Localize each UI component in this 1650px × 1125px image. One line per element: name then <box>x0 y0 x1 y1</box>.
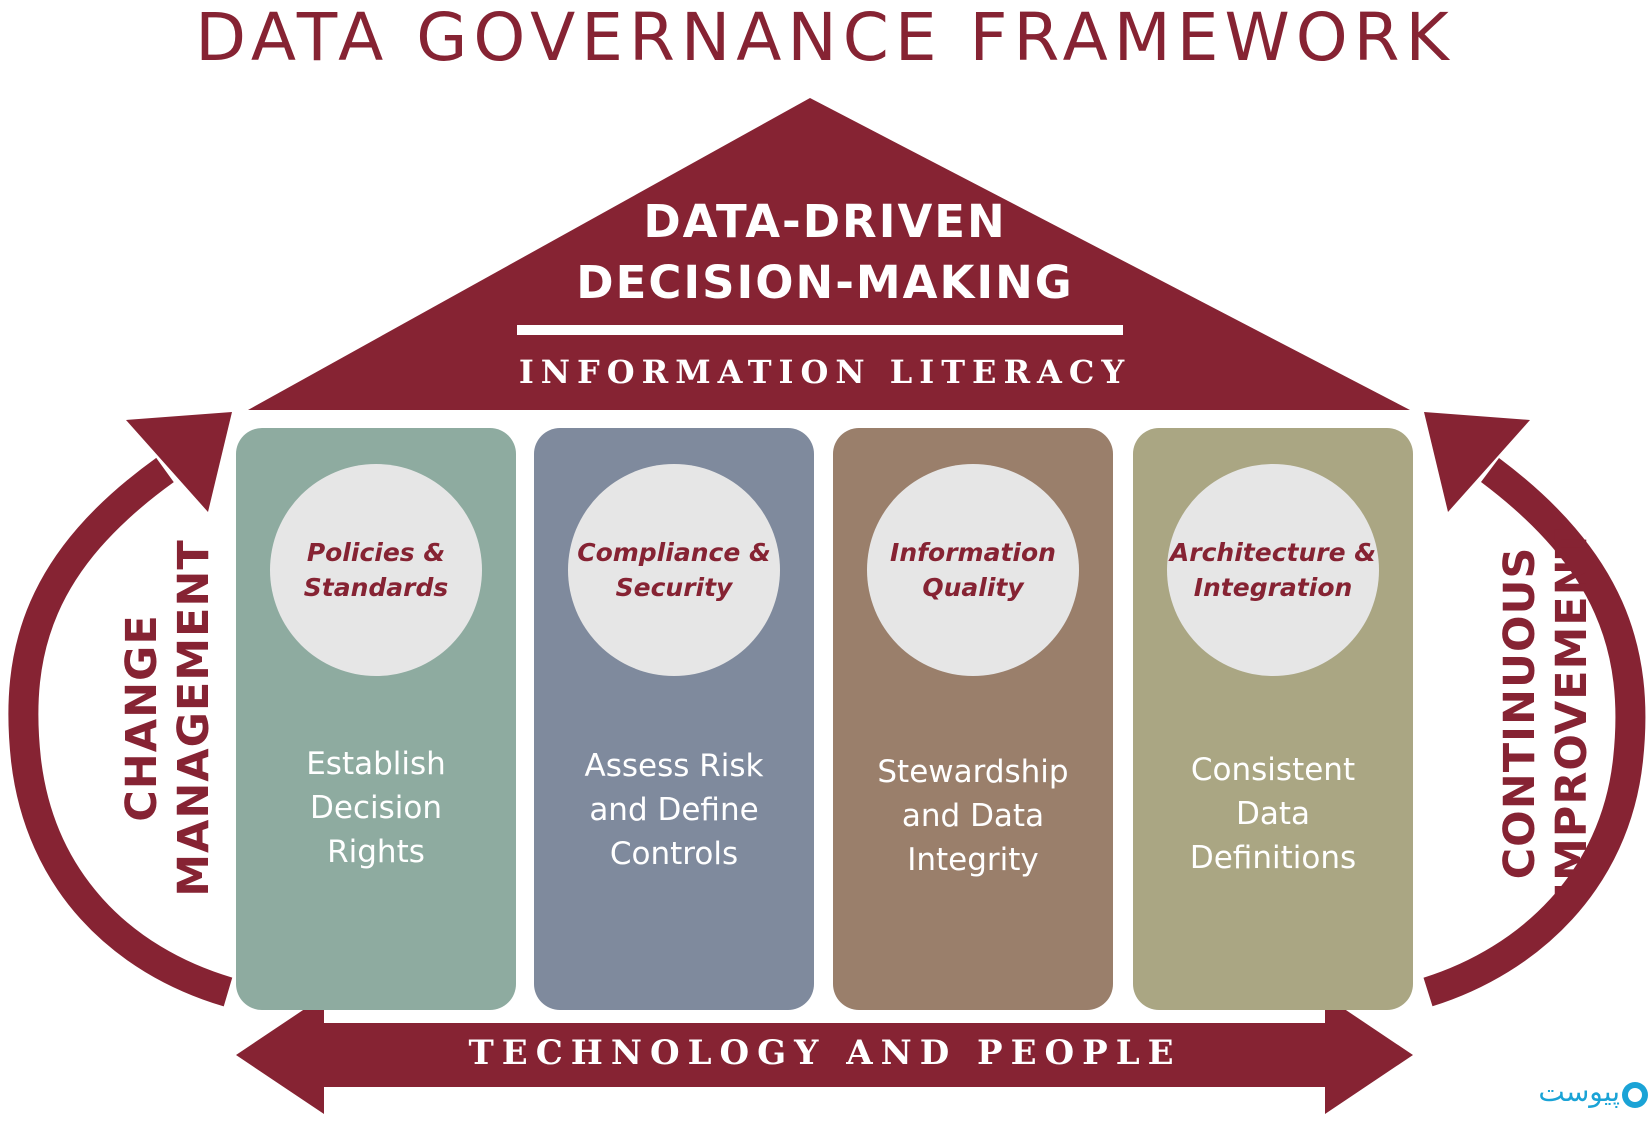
roof-title-line2: DECISION-MAKING <box>576 256 1074 309</box>
base-double-arrow <box>236 996 1413 1114</box>
pillar-compliance: Compliance & Security Assess Risk and De… <box>534 428 814 1010</box>
side-label-line: MANAGEMENT <box>169 539 219 897</box>
side-label-line: IMPROVEMENT <box>1547 528 1597 898</box>
pillar-description: Assess Risk and Define Controls <box>534 744 814 876</box>
circle-label: Compliance & <box>577 538 771 567</box>
pillar-text-line: and Data <box>901 798 1045 834</box>
roof-divider-line <box>517 325 1123 335</box>
side-label-line: CHANGE <box>117 614 167 822</box>
circle-label: Architecture & <box>1169 538 1377 567</box>
pillar-text-line: Stewardship <box>877 754 1069 790</box>
side-label-line: CONTINUOUS <box>1495 546 1545 880</box>
pillar-text-line: Definitions <box>1189 840 1357 876</box>
circle-label: Policies & <box>306 538 446 567</box>
pillar-text-line: Decision <box>310 790 442 826</box>
change-management-label: CHANGE MANAGEMENT <box>116 518 220 918</box>
right-cycle-arc <box>1423 458 1646 1007</box>
pillar-information-quality: Information Quality Stewardship and Data… <box>833 428 1113 1010</box>
pillar-policies: Policies & Standards Establish Decision … <box>236 428 516 1010</box>
pillar-description: Establish Decision Rights <box>236 742 516 874</box>
circle-label: Integration <box>1193 573 1353 602</box>
pillar-architecture: Architecture & Integration Consistent Da… <box>1133 428 1413 1010</box>
page-title: DATA GOVERNANCE FRAMEWORK <box>195 0 1455 76</box>
pillar-text-line: Controls <box>609 836 739 872</box>
roof-subtitle: INFORMATION LITERACY <box>518 353 1132 391</box>
roof-title-line1: DATA-DRIVEN <box>643 195 1007 248</box>
pillar-text-line: Integrity <box>907 842 1039 878</box>
pillar-circle: Policies & Standards <box>270 464 482 676</box>
circle-label: Standards <box>303 573 449 602</box>
pillar-circle: Compliance & Security <box>568 464 780 676</box>
pillar-description: Consistent Data Definitions <box>1133 748 1413 880</box>
watermark-logo-icon <box>1622 1082 1648 1108</box>
pillar-text-line: Rights <box>327 834 425 870</box>
left-cycle-arc <box>8 457 233 1007</box>
circle-label: Quality <box>922 573 1024 602</box>
left-cycle-arrowhead <box>126 412 232 512</box>
circle-label: Information <box>890 538 1056 567</box>
pillar-circle: Information Quality <box>867 464 1079 676</box>
pillar-text-line: Data <box>1235 796 1311 832</box>
pillar-text-line: and Define <box>589 792 759 828</box>
pillar-description: Stewardship and Data Integrity <box>833 750 1113 882</box>
watermark-text: پیوست <box>1538 1075 1620 1108</box>
pillar-text-line: Assess Risk <box>584 748 764 784</box>
pillar-text-line: Consistent <box>1190 752 1356 788</box>
continuous-improvement-label: CONTINUOUS IMPROVEMENT <box>1494 513 1598 913</box>
pillar-circle: Architecture & Integration <box>1167 464 1379 676</box>
base-label: TECHNOLOGY AND PEOPLE <box>468 1033 1182 1073</box>
right-cycle-arrowhead <box>1424 412 1530 512</box>
circle-label: Security <box>615 573 733 602</box>
pillar-text-line: Establish <box>306 746 446 782</box>
